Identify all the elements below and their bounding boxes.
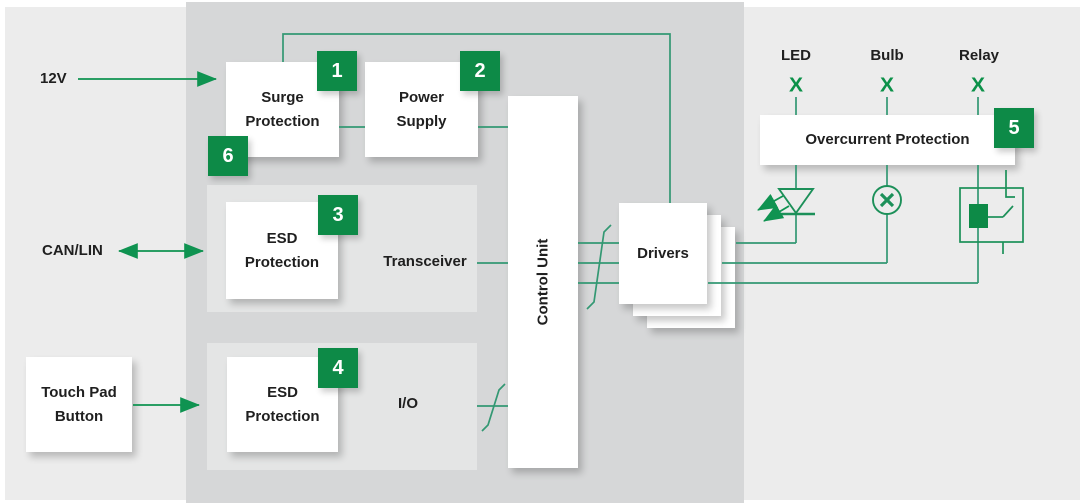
drivers-block-front: Drivers [619,203,707,304]
led-label: LED [781,47,811,64]
esd-io-line1: ESD [267,383,298,401]
badge-4: 4 [318,348,358,388]
power-line2: Supply [396,112,447,130]
overcurrent-label: Overcurrent Protection [805,131,970,148]
bulb-label: Bulb [870,47,904,64]
supply-12v-label: 12V [40,70,67,87]
touch-pad-line2: Button [54,407,104,425]
overcurrent-protection-block: Overcurrent Protection [760,115,1015,165]
esd-can-line1: ESD [266,229,298,247]
can-lin-label: CAN/LIN [42,242,103,259]
touch-pad-line1: Touch Pad [41,383,117,401]
power-line1: Power [398,88,444,106]
badge-5: 5 [994,108,1034,148]
io-label: I/O [397,395,418,412]
badge-6: 6 [208,136,248,176]
transceiver-label: Transceiver [383,253,467,270]
surge-line1: Surge [261,88,304,106]
bulb-disconnect-x: X [879,74,894,97]
badge-3: 3 [318,195,358,235]
badge-1: 1 [317,51,357,91]
led-disconnect-x: X [788,74,803,97]
esd-can-line2: Protection [244,253,320,271]
drivers-label: Drivers [637,244,689,262]
relay-label: Relay [958,47,1000,64]
badge-2: 2 [460,51,500,91]
touch-pad-button-block: Touch Pad Button [26,357,132,452]
relay-disconnect-x: X [970,74,985,97]
control-unit-label: Control Unit [534,238,552,326]
esd-io-line2: Protection [245,407,320,425]
surge-line2: Protection [245,112,320,130]
